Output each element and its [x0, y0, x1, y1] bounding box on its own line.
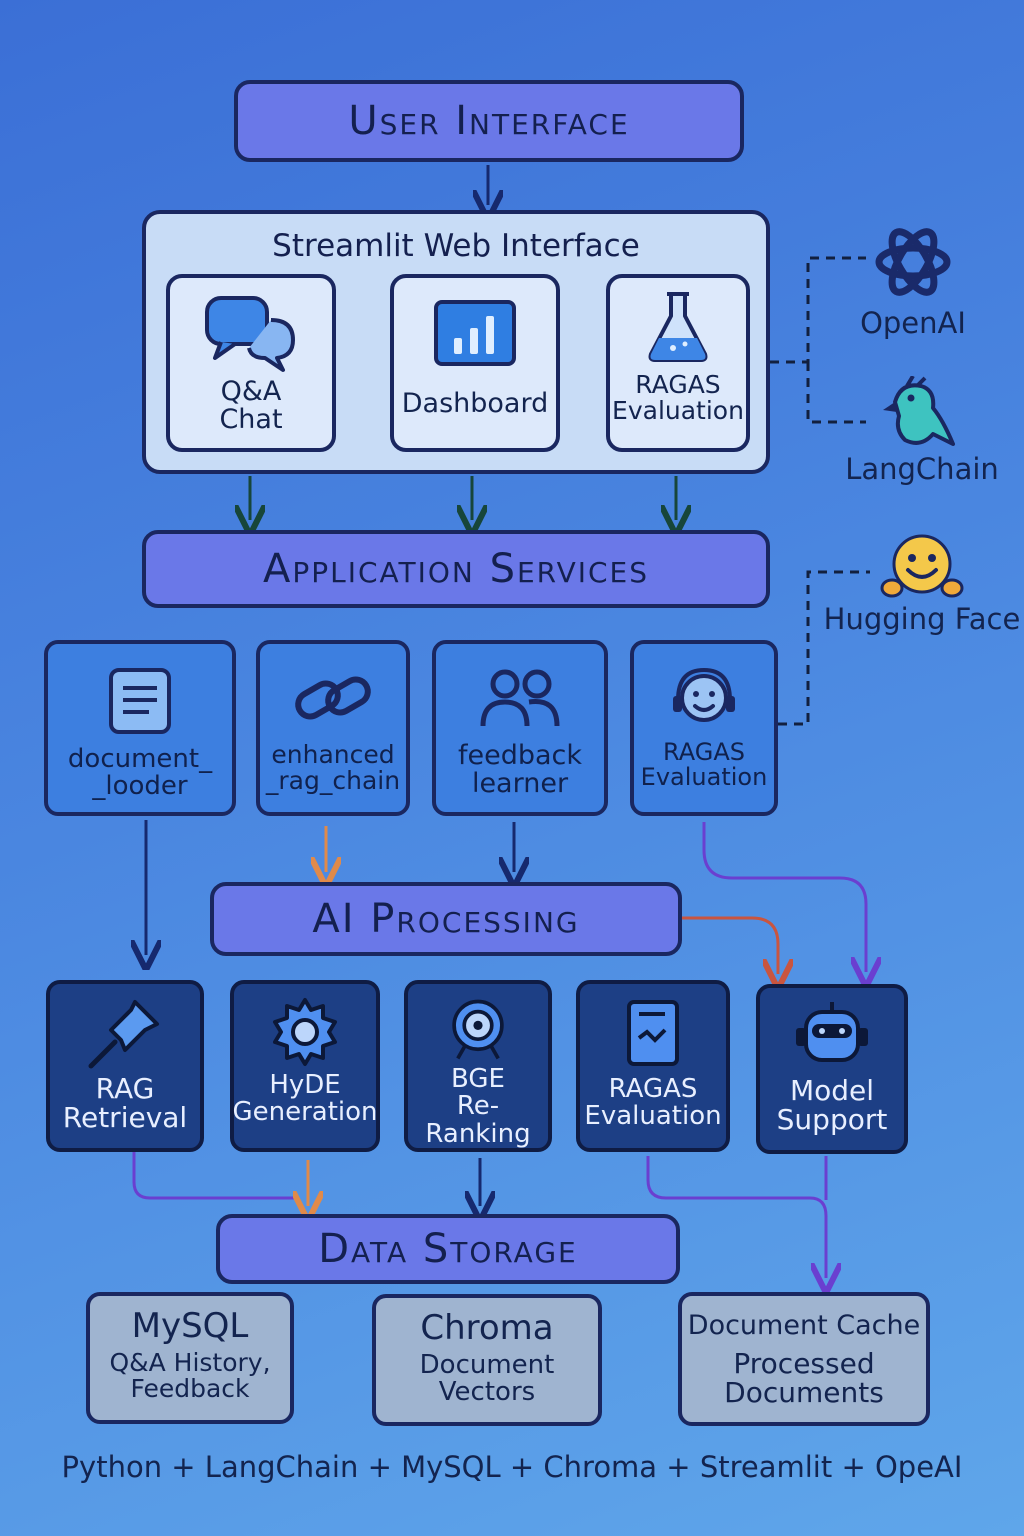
dashboard-card[interactable]: Dashboard [390, 274, 560, 452]
headset-face-icon [673, 667, 735, 722]
langchain-label: LangChain [845, 452, 999, 486]
feedback-learner-card[interactable]: feedback learner [432, 640, 608, 816]
data-storage-header: Data Storage [216, 1214, 680, 1284]
document-loader-card[interactable]: document_ _looder [44, 640, 236, 816]
langchain-integration: LangChain [842, 376, 1002, 486]
document-icon [109, 668, 171, 734]
ragas-evaluation-module-card[interactable]: RAGAS Evaluation [576, 980, 730, 1152]
gear-icon [273, 998, 337, 1066]
ragas-evaluation-card[interactable]: RAGAS Evaluation [606, 274, 750, 452]
enhanced-rag-chain-card[interactable]: enhanced _rag_chain [256, 640, 410, 816]
data-storage-title: Data Storage [318, 1226, 578, 1272]
ai-processing-title: AI Processing [312, 896, 580, 942]
hugging-face-icon [880, 534, 964, 598]
hyde-generation-card[interactable]: HyDE Generation [230, 980, 380, 1152]
document-cache-card[interactable]: Document Cache Processed Documents [678, 1292, 930, 1426]
link-icon [295, 676, 371, 720]
document-cache-desc: Processed Documents [724, 1347, 884, 1410]
mysql-card[interactable]: MySQL Q&A History, Feedback [86, 1292, 294, 1424]
hugging-face-label: Hugging Face [823, 602, 1021, 636]
streamlit-panel-title: Streamlit Web Interface [272, 228, 640, 264]
flask-icon [648, 292, 708, 362]
users-icon [480, 669, 560, 727]
user-interface-header: User Interface [234, 80, 744, 162]
feedback-learner-label: feedback learner [457, 740, 583, 800]
hugging-face-integration: Hugging Face [824, 532, 1020, 636]
bge-reranking-card[interactable]: BGE Re-Ranking [404, 980, 552, 1152]
openai-logo-icon [875, 228, 951, 296]
model-support-label: Model Support [776, 1074, 888, 1137]
qa-chat-label: Q&A Chat [219, 376, 283, 436]
mysql-desc: Q&A History, Feedback [109, 1348, 271, 1404]
document-cache-name: Document Cache [687, 1310, 921, 1341]
chat-bubbles-icon [205, 296, 295, 372]
openai-integration: OpenAI [848, 218, 978, 340]
openai-label: OpenAI [860, 306, 966, 340]
chroma-name: Chroma [420, 1308, 554, 1348]
ragas-evaluation-label: RAGAS Evaluation [612, 370, 744, 426]
chroma-desc: Document Vectors [419, 1350, 555, 1408]
parrot-icon [883, 376, 955, 446]
robot-icon [796, 1002, 868, 1062]
chroma-card[interactable]: Chroma Document Vectors [372, 1294, 602, 1426]
mysql-name: MySQL [131, 1306, 249, 1346]
ai-processing-header: AI Processing [210, 882, 682, 956]
ragas-evaluation-service-label: RAGAS Evaluation [640, 738, 768, 792]
dashboard-label: Dashboard [401, 388, 549, 419]
document-loader-label: document_ _looder [67, 744, 213, 802]
rag-retrieval-card[interactable]: RAG Retrieval [46, 980, 204, 1152]
enhanced-rag-chain-label: enhanced _rag_chain [265, 740, 401, 796]
tech-stack-footer: Python + LangChain + MySQL + Chroma + St… [61, 1450, 963, 1484]
target-icon [452, 999, 504, 1060]
bge-reranking-label: BGE Re-Ranking [425, 1064, 531, 1149]
bar-chart-icon [434, 300, 516, 366]
ragas-evaluation-module-label: RAGAS Evaluation [584, 1074, 722, 1132]
application-services-title: Application Services [262, 546, 649, 592]
rag-retrieval-label: RAG Retrieval [62, 1072, 188, 1135]
model-support-card[interactable]: Model Support [756, 984, 908, 1154]
ragas-evaluation-service-card[interactable]: RAGAS Evaluation [630, 640, 778, 816]
user-interface-title: User Interface [348, 98, 630, 144]
qa-chat-card[interactable]: Q&A Chat [166, 274, 336, 452]
application-services-header: Application Services [142, 530, 770, 608]
pin-icon [88, 1000, 159, 1069]
streamlit-panel: Streamlit Web Interface Q&A Chat Dashboa… [142, 210, 770, 474]
hyde-generation-label: HyDE Generation [232, 1070, 378, 1128]
report-icon [627, 1000, 679, 1066]
